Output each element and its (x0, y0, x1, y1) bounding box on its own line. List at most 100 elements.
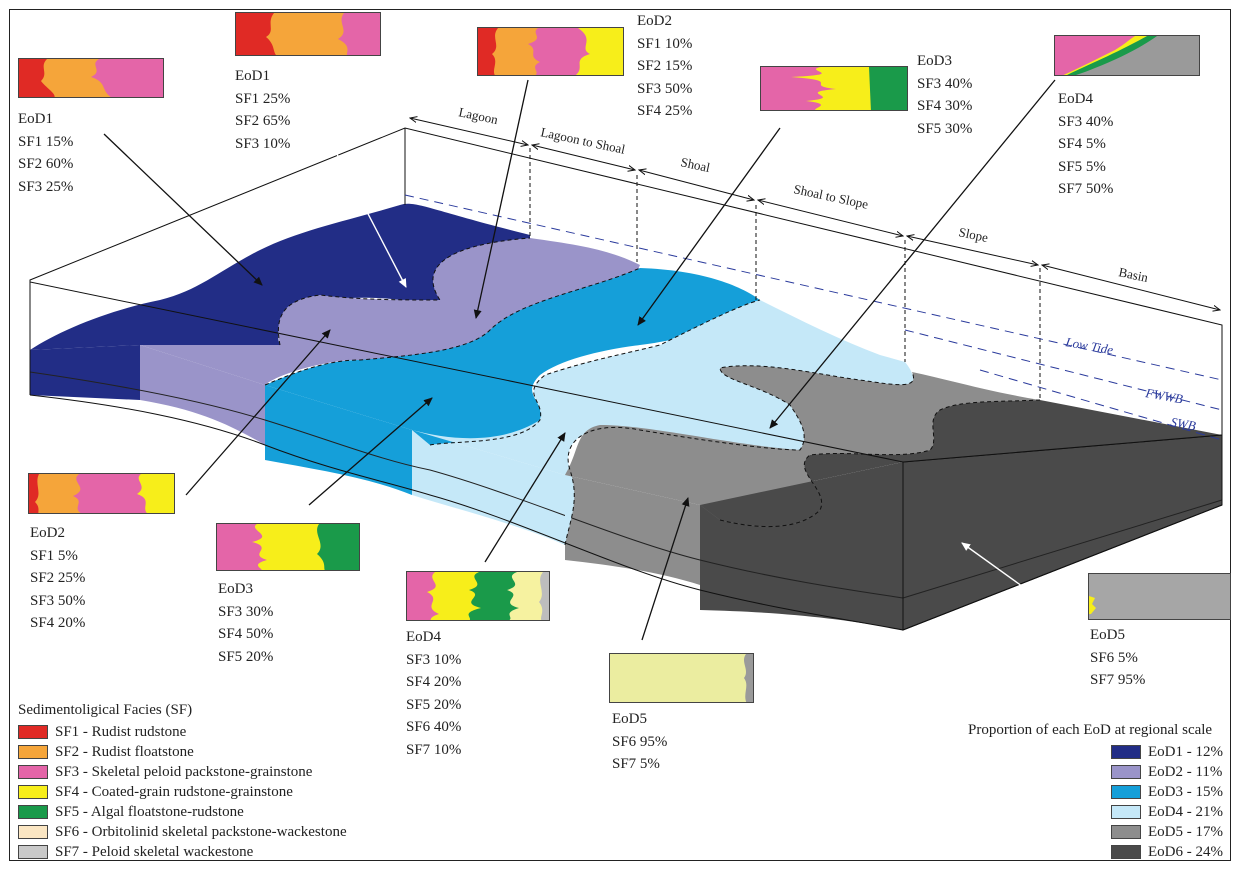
swatch-top-eod3 (760, 66, 908, 111)
callout-line: SF5 5% (1058, 158, 1106, 175)
zone-dimension-arrows (410, 118, 1220, 310)
callout-top-eod1-mid: EoD1 SF1 25% SF2 65% SF3 10% (235, 65, 290, 155)
eod-legend: Proportion of each EoD at regional scale… (968, 718, 1223, 862)
eod4-swatch (1111, 805, 1141, 819)
sf-legend-label: SF7 - Peloid skeletal wackestone (55, 843, 254, 860)
sf-legend-label: SF3 - Skeletal peloid packstone-grainsto… (55, 763, 313, 780)
callout-line: SF1 10% (637, 35, 693, 52)
swatch-bot-eod5-right (1088, 573, 1231, 620)
sf7-swatch (18, 845, 48, 859)
eod1-swatch (1111, 745, 1141, 759)
callout-line: SF2 25% (30, 570, 86, 586)
sf-legend-item: SF6 - Orbitolinid skeletal packstone-wac… (18, 822, 347, 842)
block-outline (29, 127, 1223, 631)
sf-legend-item: SF5 - Algal floatstone-rudstone (18, 802, 347, 822)
swatch-top-eod4 (1054, 35, 1200, 76)
sf-legend-label: SF5 - Algal floatstone-rudstone (55, 803, 244, 820)
callout-line: SF4 5% (1058, 136, 1106, 152)
callout-line: SF7 95% (1090, 672, 1146, 688)
callout-line: SF5 30% (917, 120, 973, 137)
callout-top-eod4: EoD4 SF3 40% SF4 5% SF5 5% SF7 50% (1058, 88, 1113, 201)
callout-line: SF7 5% (612, 756, 660, 772)
eod-legend-label: EoD3 - 15% (1148, 783, 1223, 800)
swatch-bot-eod5-mid (609, 653, 754, 703)
callout-line: SF7 50% (1058, 181, 1114, 197)
water-level-lines (404, 194, 1223, 441)
eod2-swatch (1111, 765, 1141, 779)
callout-top-eod3: EoD3 SF3 40% SF4 30% SF5 30% (917, 50, 972, 140)
sf-legend: Sedimentoligical Facies (SF) SF1 - Rudis… (18, 698, 347, 862)
callout-title: EoD5 (612, 711, 647, 727)
sf-legend-item: SF7 - Peloid skeletal wackestone (18, 842, 347, 862)
callout-line: SF1 5% (30, 547, 78, 564)
callout-title: EoD4 (406, 629, 441, 645)
swatch-top-eod1-left (18, 58, 164, 98)
callout-title: EoD4 (1058, 91, 1093, 107)
eod-legend-label: EoD4 - 21% (1148, 803, 1223, 820)
callout-line: SF3 50% (637, 80, 693, 97)
eod-legend-heading: Proportion of each EoD at regional scale (968, 722, 1213, 738)
callout-arrows (103, 79, 1056, 641)
callout-bot-eod5-mid: EoD5 SF6 95% SF7 5% (612, 708, 667, 776)
zone-label-lagoon: Lagoon (457, 104, 499, 127)
zone-dividers (529, 148, 1041, 400)
callout-arrows-white (297, 78, 1059, 613)
callout-line: SF5 20% (406, 696, 462, 713)
eod-legend-item: EoD5 - 17% (1111, 822, 1223, 842)
callout-line: SF1 15% (18, 133, 74, 150)
eod-legend-label: EoD6 - 24% (1148, 843, 1223, 860)
eod-legend-label: EoD1 - 12% (1148, 743, 1223, 760)
eod-legend-item: EoD3 - 15% (1111, 782, 1223, 802)
callout-line: SF3 30% (218, 603, 274, 620)
callout-title: EoD2 (30, 525, 65, 541)
swatch-top-eod1-mid (235, 12, 381, 56)
eod-legend-label: EoD2 - 11% (1148, 763, 1223, 780)
sf6-swatch (18, 825, 48, 839)
callout-title: EoD3 (917, 53, 952, 69)
figure-frame (9, 9, 1231, 861)
callout-line: SF4 30% (917, 98, 973, 114)
sf-legend-item: SF4 - Coated-grain rudstone-grainstone (18, 782, 347, 802)
callout-bot-eod2: EoD2 SF1 5% SF2 25% SF3 50% SF4 20% (30, 522, 85, 635)
swatch-bot-eod3 (216, 523, 360, 571)
sf-legend-item: SF2 - Rudist floatstone (18, 742, 347, 762)
callout-bot-eod4: EoD4 SF3 10% SF4 20% SF5 20% SF6 40% SF7… (406, 626, 461, 761)
eod-legend-item: EoD2 - 11% (1111, 762, 1223, 782)
callout-line: SF3 40% (917, 75, 973, 92)
eod6-region (700, 400, 1222, 527)
eod5-swatch (1111, 825, 1141, 839)
eod-legend-item: EoD4 - 21% (1111, 802, 1223, 822)
eod3-swatch (1111, 785, 1141, 799)
swb-label: SWB (1169, 414, 1197, 433)
callout-bot-eod3: EoD3 SF3 30% SF4 50% SF5 20% (218, 578, 273, 668)
eod1-region (30, 203, 530, 350)
callout-line: SF3 40% (1058, 113, 1114, 130)
callout-line: SF2 15% (637, 58, 693, 74)
low-tide-label: Low Tide (1063, 334, 1114, 357)
sf5-swatch (18, 805, 48, 819)
zone-label-shoal-to-slope: Shoal to Slope (792, 181, 870, 211)
callout-title: EoD1 (235, 68, 270, 84)
block-top-surface (30, 203, 1222, 545)
callout-line: SF4 20% (406, 674, 462, 690)
callout-top-eod1-left: EoD1 SF1 15% SF2 60% SF3 25% (18, 108, 73, 198)
sf4-swatch (18, 785, 48, 799)
callout-top-eod2: EoD2 SF1 10% SF2 15% SF3 50% SF4 25% (637, 10, 692, 123)
callout-line: SF2 65% (235, 113, 291, 129)
eod6-swatch (1111, 845, 1141, 859)
callout-title: EoD2 (637, 13, 672, 29)
sf-legend-item: SF3 - Skeletal peloid packstone-grainsto… (18, 762, 347, 782)
callout-title: EoD1 (18, 111, 53, 127)
callout-line: SF4 50% (218, 626, 274, 642)
swatch-top-eod2 (477, 27, 624, 76)
callout-line: SF6 95% (612, 733, 668, 750)
sf2-swatch (18, 745, 48, 759)
zone-label-lagoon-to-shoal: Lagoon to Shoal (539, 124, 627, 157)
sf1-swatch (18, 725, 48, 739)
callout-line: SF7 10% (406, 741, 462, 758)
eod-legend-item: EoD6 - 24% (1111, 842, 1223, 862)
callout-line: SF5 20% (218, 648, 274, 665)
eod5-region (565, 365, 1040, 527)
eod4-region (412, 300, 914, 545)
